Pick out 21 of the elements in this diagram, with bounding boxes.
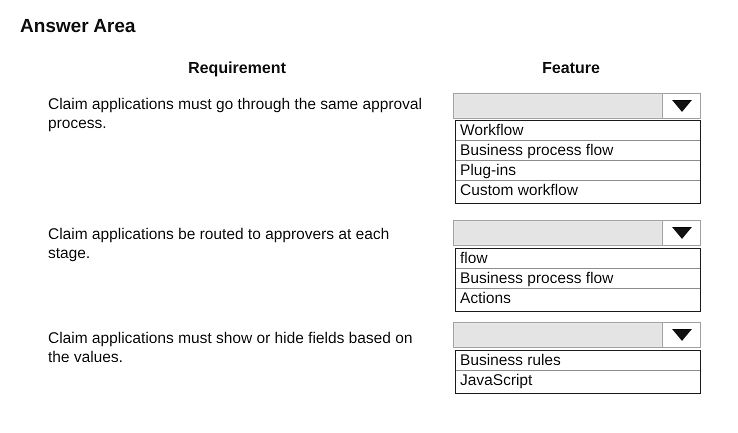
- option-text: Actions: [459, 289, 512, 309]
- dropdown-field: [453, 322, 701, 348]
- option-text: Workflow: [456, 121, 700, 141]
- requirement-text: Claim applications must go through the same approval process.: [48, 95, 423, 133]
- option-text: Plug-ins: [456, 161, 700, 181]
- option-text: flow: [456, 249, 700, 269]
- dropdown-field: [453, 93, 701, 119]
- requirement-text: Claim applications must show or hide fields based on the values.: [48, 329, 414, 367]
- options-list: [455, 248, 701, 312]
- requirement-text: Claim applications be routed to approvers at each stage.: [48, 225, 390, 263]
- option-text: Custom workflow: [459, 181, 579, 201]
- title: Answer Area: [20, 16, 136, 38]
- option-text: Business process flow: [456, 141, 700, 161]
- option-text: JavaScript: [459, 371, 534, 391]
- option-text: Business rules: [456, 351, 700, 371]
- dropdown-field: [453, 220, 701, 246]
- option-text: Business process flow: [456, 269, 700, 289]
- options-list: [455, 120, 701, 204]
- column-header: Requirement: [187, 60, 287, 78]
- options-list: [455, 350, 701, 394]
- column-header: Feature: [541, 60, 601, 78]
